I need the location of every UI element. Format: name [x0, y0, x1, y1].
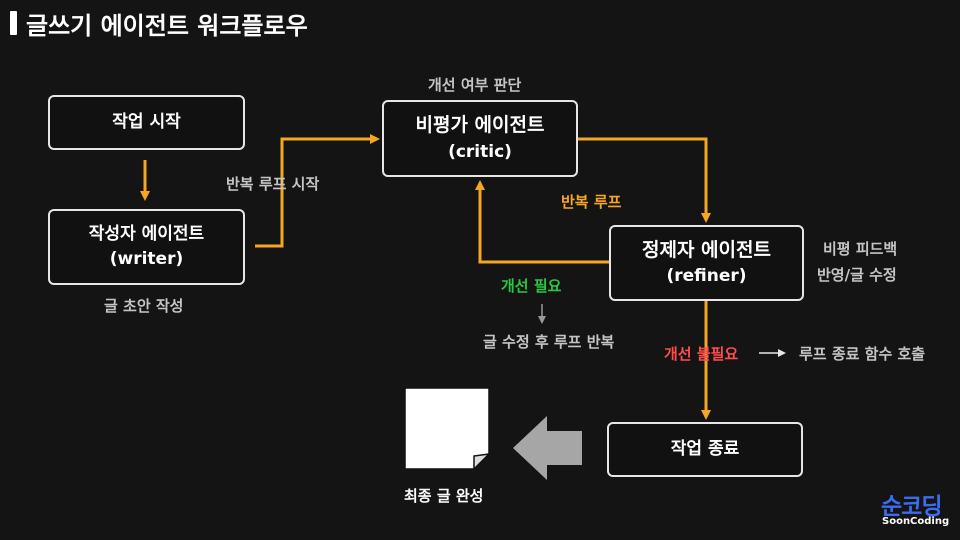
arrow-writer-to-critic	[255, 134, 380, 248]
no-improvement-label: 개선 불필요	[664, 345, 739, 363]
arrow-refiner-to-critic	[475, 180, 609, 264]
final-doc-label: 최종 글 완성	[404, 487, 484, 505]
writer-note: 글 초안 작성	[104, 297, 184, 315]
big-left-arrow	[513, 416, 582, 480]
node-writer-sub: (writer)	[109, 249, 184, 269]
node-writer: 작성자 에이전트 (writer)	[48, 209, 245, 285]
node-end-label: 작업 종료	[670, 439, 740, 460]
node-start: 작업 시작	[48, 95, 245, 150]
refiner-note-2: 반영/글 수정	[817, 266, 897, 284]
needs-improvement-label: 개선 필요	[501, 277, 562, 295]
brand-logo-sub: SoonCoding	[882, 516, 950, 527]
loop-label: 반복 루프	[561, 193, 622, 211]
node-critic-label: 비평가 에이전트	[415, 114, 545, 137]
refiner-note-1: 비평 피드백	[823, 240, 898, 258]
critic-note: 개선 여부 판단	[428, 76, 522, 94]
brand-logo: 순코딩	[881, 494, 942, 520]
node-refiner-sub: (refiner)	[666, 266, 747, 287]
node-end: 작업 종료	[607, 422, 803, 477]
page-title: 글쓰기 에이전트 워크플로우	[26, 12, 308, 40]
arrow-critic-to-refiner	[577, 137, 711, 223]
loop-end-note: 루프 종료 함수 호출	[799, 345, 926, 363]
document-fold	[473, 452, 492, 471]
node-refiner-label: 정제자 에이전트	[642, 238, 771, 261]
node-refiner: 정제자 에이전트 (refiner)	[609, 225, 804, 301]
loop-start-label: 반복 루프 시작	[226, 175, 320, 193]
node-critic: 비평가 에이전트 (critic)	[382, 100, 578, 177]
node-start-label: 작업 시작	[112, 112, 181, 133]
rewrite-note: 글 수정 후 루프 반복	[483, 333, 615, 351]
title-accent-bar	[10, 11, 17, 35]
node-critic-sub: (critic)	[448, 141, 512, 162]
node-writer-label: 작성자 에이전트	[88, 224, 205, 245]
